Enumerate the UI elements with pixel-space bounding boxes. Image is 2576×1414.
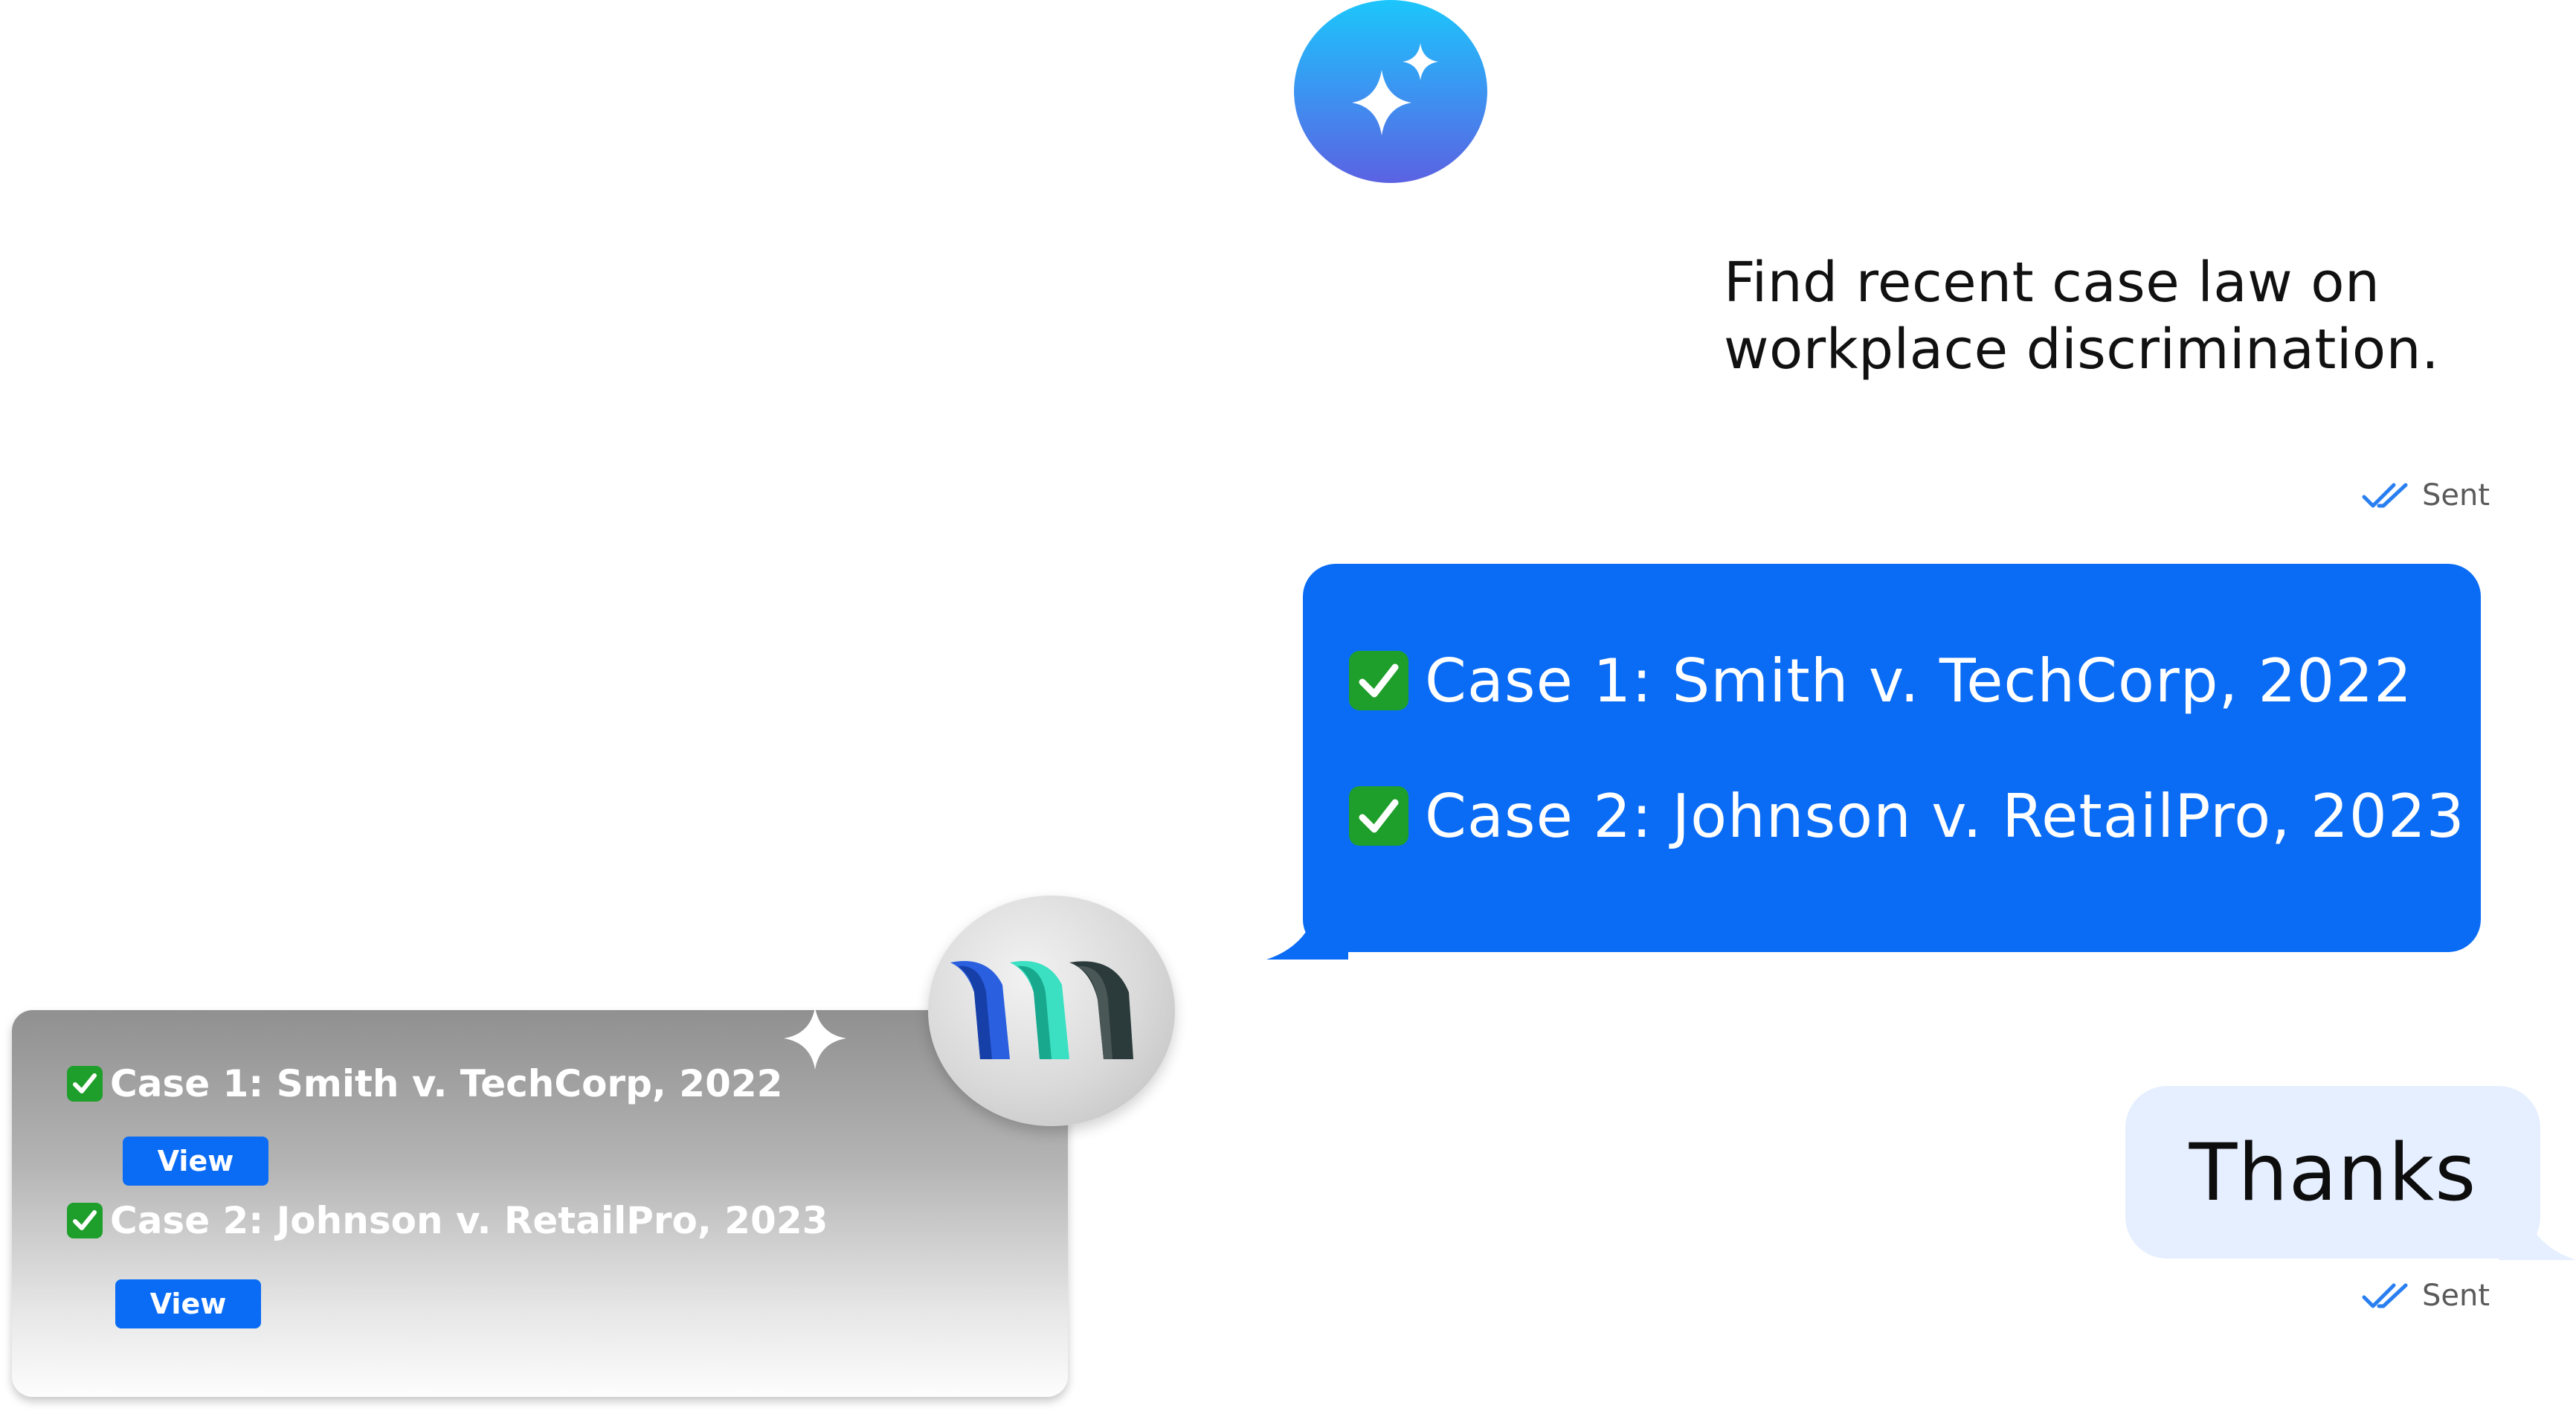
user-message-text: Find recent case law on workplace discri… <box>1724 251 2440 382</box>
check-icon <box>1349 786 1408 846</box>
case-results-card <box>12 1010 1068 1397</box>
reply-case-text: Case 2: Johnson v. RetailPro, 2023 <box>1425 781 2465 851</box>
view-button[interactable]: View <box>115 1279 261 1328</box>
sent-status: Sent <box>2361 473 2490 518</box>
brand-logo-icon <box>950 961 1133 1059</box>
thanks-bubble: Thanks <box>2125 1086 2540 1259</box>
sparkle-icon <box>784 1007 846 1070</box>
view-button[interactable]: View <box>123 1137 268 1186</box>
card-case-text: Case 1: Smith v. TechCorp, 2022 <box>110 1062 783 1105</box>
card-case-line: Case 1: Smith v. TechCorp, 2022 <box>67 1061 782 1106</box>
card-case-line: Case 2: Johnson v. RetailPro, 2023 <box>67 1198 828 1243</box>
reply-case-line: Case 1: Smith v. TechCorp, 2022 <box>1349 646 2413 716</box>
double-check-icon <box>2362 483 2408 508</box>
reply-case-text: Case 1: Smith v. TechCorp, 2022 <box>1425 646 2413 716</box>
check-icon <box>1349 651 1408 710</box>
reply-case-line: Case 2: Johnson v. RetailPro, 2023 <box>1349 781 2465 851</box>
sent-label: Sent <box>2422 478 2490 512</box>
brand-logo-avatar <box>928 896 1175 1126</box>
thanks-text: Thanks <box>2189 1126 2477 1218</box>
card-case-text: Case 2: Johnson v. RetailPro, 2023 <box>110 1199 828 1242</box>
check-icon <box>67 1066 103 1102</box>
sent-label: Sent <box>2422 1279 2490 1313</box>
double-check-icon <box>2362 1283 2408 1308</box>
assistant-reply-bubble <box>1303 564 2481 952</box>
ai-avatar <box>1294 0 1487 183</box>
check-icon <box>67 1203 103 1238</box>
sparkle-icon <box>1352 43 1438 135</box>
sent-status: Sent <box>2361 1273 2490 1318</box>
